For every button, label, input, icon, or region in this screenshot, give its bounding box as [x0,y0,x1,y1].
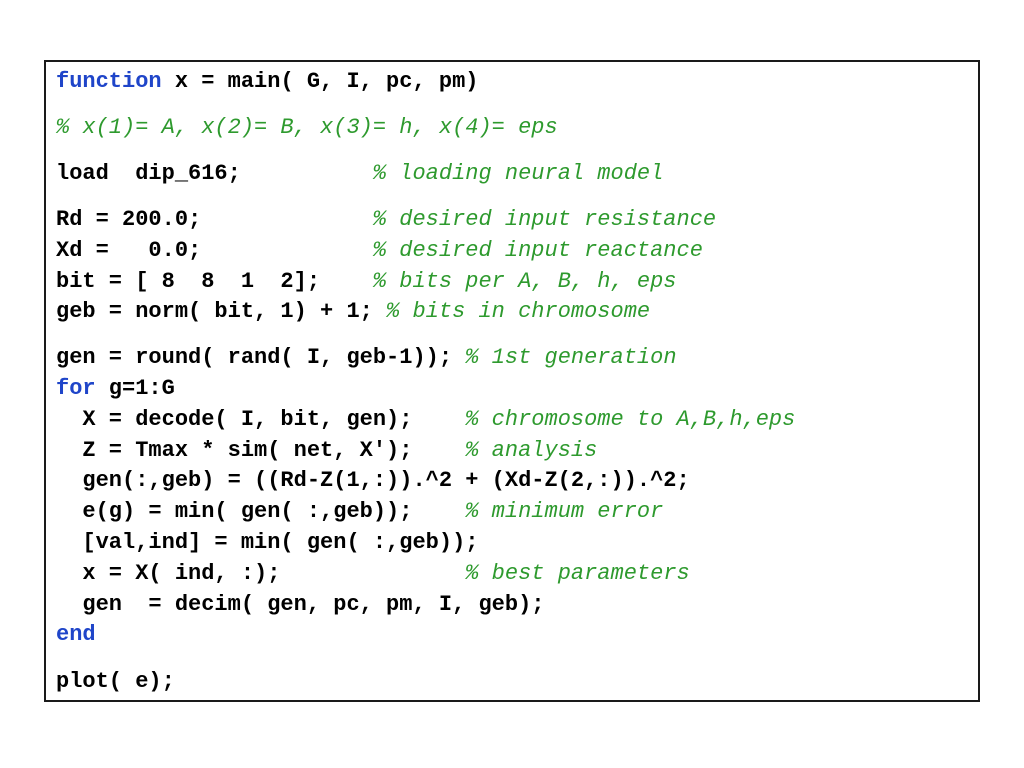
code-line-gen-init: gen = round( rand( I, geb-1)); % 1st gen… [56,343,677,373]
keyword: end [56,622,96,647]
code-text: Z = Tmax * sim( net, X'); [56,438,466,463]
code-text: e(g) = min( gen( :,geb)); [56,499,466,524]
keyword: function [56,69,162,94]
code-text: bit = [ 8 8 1 2]; [56,269,373,294]
code-line-sim: Z = Tmax * sim( net, X'); % analysis [56,436,597,466]
comment: % desired input resistance [372,207,717,232]
code-line-function: function x = main( G, I, pc, pm) [56,67,478,97]
code-line-decode: X = decode( I, bit, gen); % chromosome t… [56,405,795,435]
comment: % x(1)= A, x(2)= B, x(3)= h, x(4)= eps [56,115,558,140]
code-line-decim: gen = decim( gen, pc, pm, I, geb); [56,590,544,620]
comment: % bits per A, B, h, eps [372,269,677,294]
comment: % best parameters [465,561,690,586]
comment: % desired input reactance [372,238,703,263]
code-text: g=1:G [95,376,175,401]
code-text: [val,ind] = min( gen( :,geb)); [56,530,479,555]
comment: % bits in chromosome [386,299,651,324]
code-line-for: for g=1:G [56,374,175,404]
code-text: plot( e); [56,669,175,694]
code-text: gen = round( rand( I, geb-1)); [56,345,466,370]
code-line-best: x = X( ind, :); % best parameters [56,559,690,589]
code-line-fitness: gen(:,geb) = ((Rd-Z(1,:)).^2 + (Xd-Z(2,:… [56,466,690,496]
code-line-bit: bit = [ 8 8 1 2]; % bits per A, B, h, ep… [56,267,677,297]
comment: % analysis [465,438,598,463]
code-text: Rd = 200.0; [56,207,373,232]
code-text: geb = norm( bit, 1) + 1; [56,299,387,324]
code-line-load: load dip_616; % loading neural model [56,159,663,189]
code-line-rd: Rd = 200.0; % desired input resistance [56,205,716,235]
comment: % 1st generation [465,345,677,370]
code-text: x = main( G, I, pc, pm) [161,69,479,94]
comment: % loading neural model [372,161,664,186]
code-text: gen = decim( gen, pc, pm, I, geb); [56,592,545,617]
code-line-parameter-comment: % x(1)= A, x(2)= B, x(3)= h, x(4)= eps [56,113,558,143]
code-text: Xd = 0.0; [56,238,373,263]
keyword: for [56,376,96,401]
code-listing: function x = main( G, I, pc, pm) % x(1)=… [44,60,980,702]
comment: % minimum error [465,499,664,524]
code-line-min-error: e(g) = min( gen( :,geb)); % minimum erro… [56,497,663,527]
code-line-end: end [56,620,96,650]
code-text: load dip_616; [56,161,373,186]
code-text: gen(:,geb) = ((Rd-Z(1,:)).^2 + (Xd-Z(2,:… [56,468,690,493]
comment: % chromosome to A,B,h,eps [465,407,796,432]
code-text: X = decode( I, bit, gen); [56,407,466,432]
code-line-xd: Xd = 0.0; % desired input reactance [56,236,703,266]
code-line-geb: geb = norm( bit, 1) + 1; % bits in chrom… [56,297,650,327]
code-text: x = X( ind, :); [56,561,466,586]
code-line-val-ind: [val,ind] = min( gen( :,geb)); [56,528,478,558]
code-line-plot: plot( e); [56,667,175,697]
